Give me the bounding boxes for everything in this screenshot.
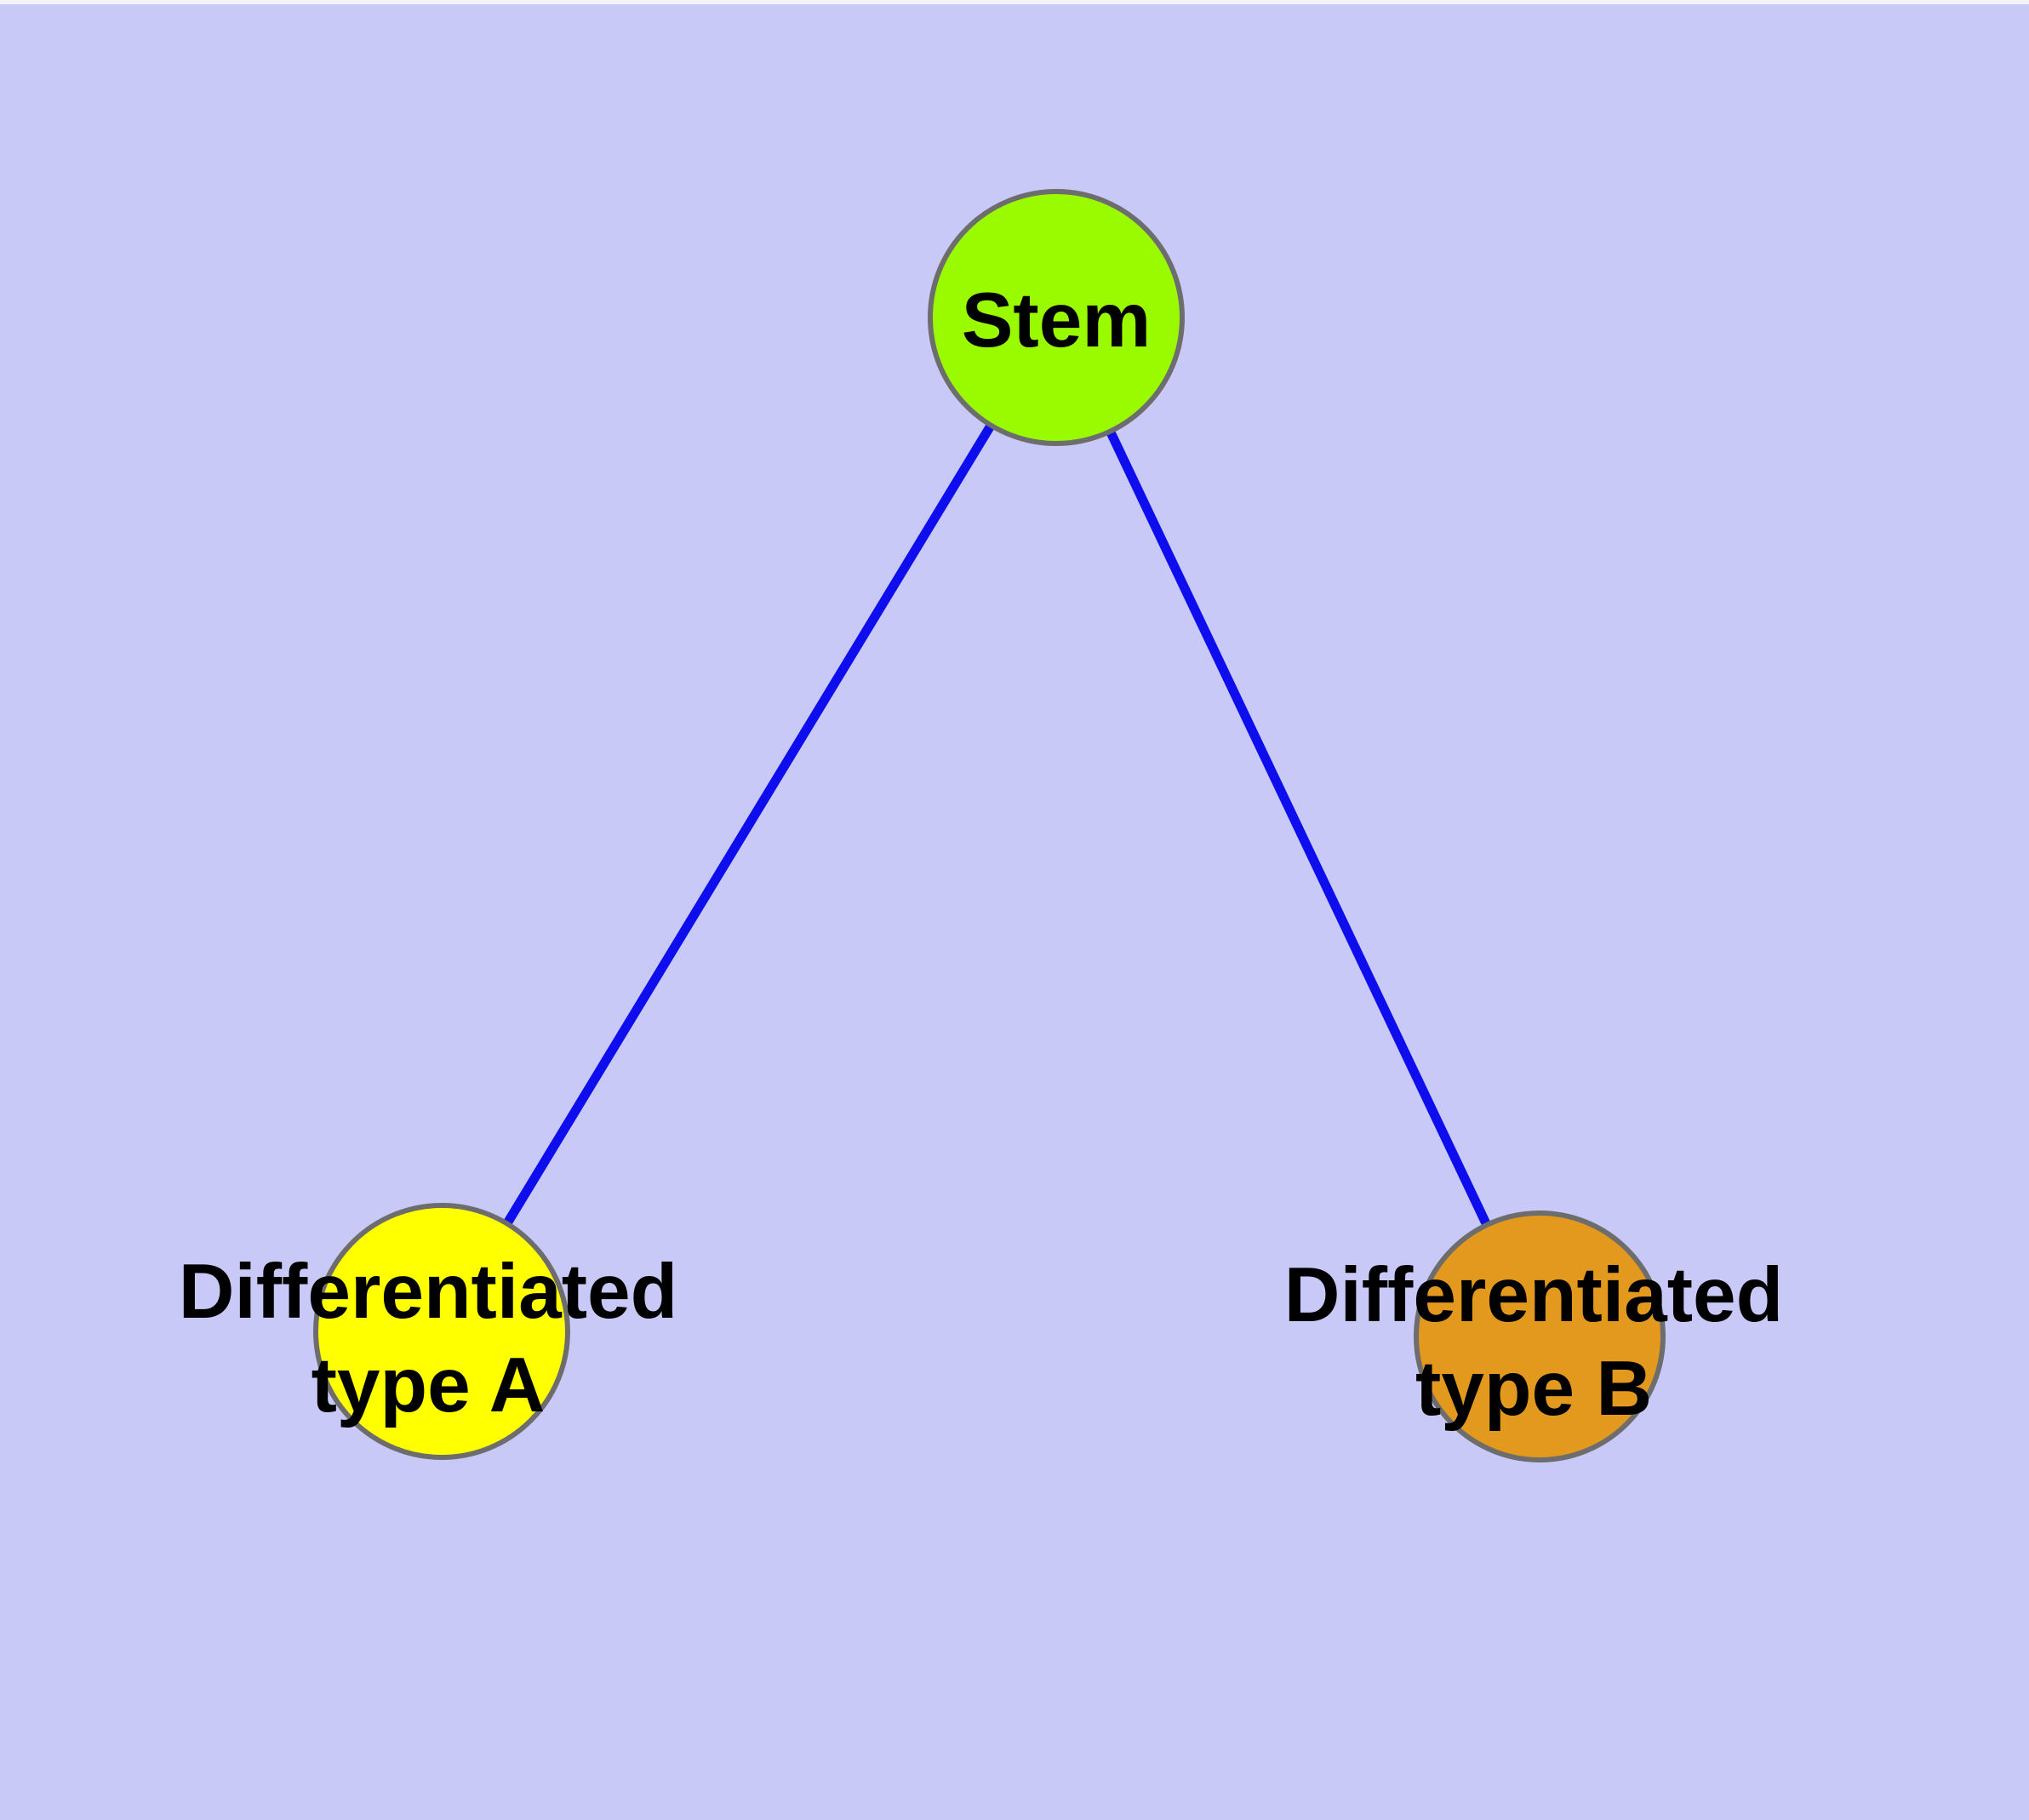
edge-stem-type-b bbox=[1052, 315, 1544, 1339]
node-stem-label: Stem bbox=[961, 278, 1152, 363]
node-differentiated-type-a-circle bbox=[313, 1203, 570, 1460]
node-differentiated-type-b-circle bbox=[1414, 1210, 1666, 1462]
node-differentiated-type-b-label: Differentiated type B bbox=[1283, 1252, 1784, 1432]
canvas-top-edge bbox=[0, 0, 2029, 4]
node-stem-circle bbox=[928, 189, 1185, 446]
edge-stem-type-a bbox=[437, 315, 1060, 1334]
node-differentiated-type-a-label: Differentiated type A bbox=[178, 1249, 678, 1428]
